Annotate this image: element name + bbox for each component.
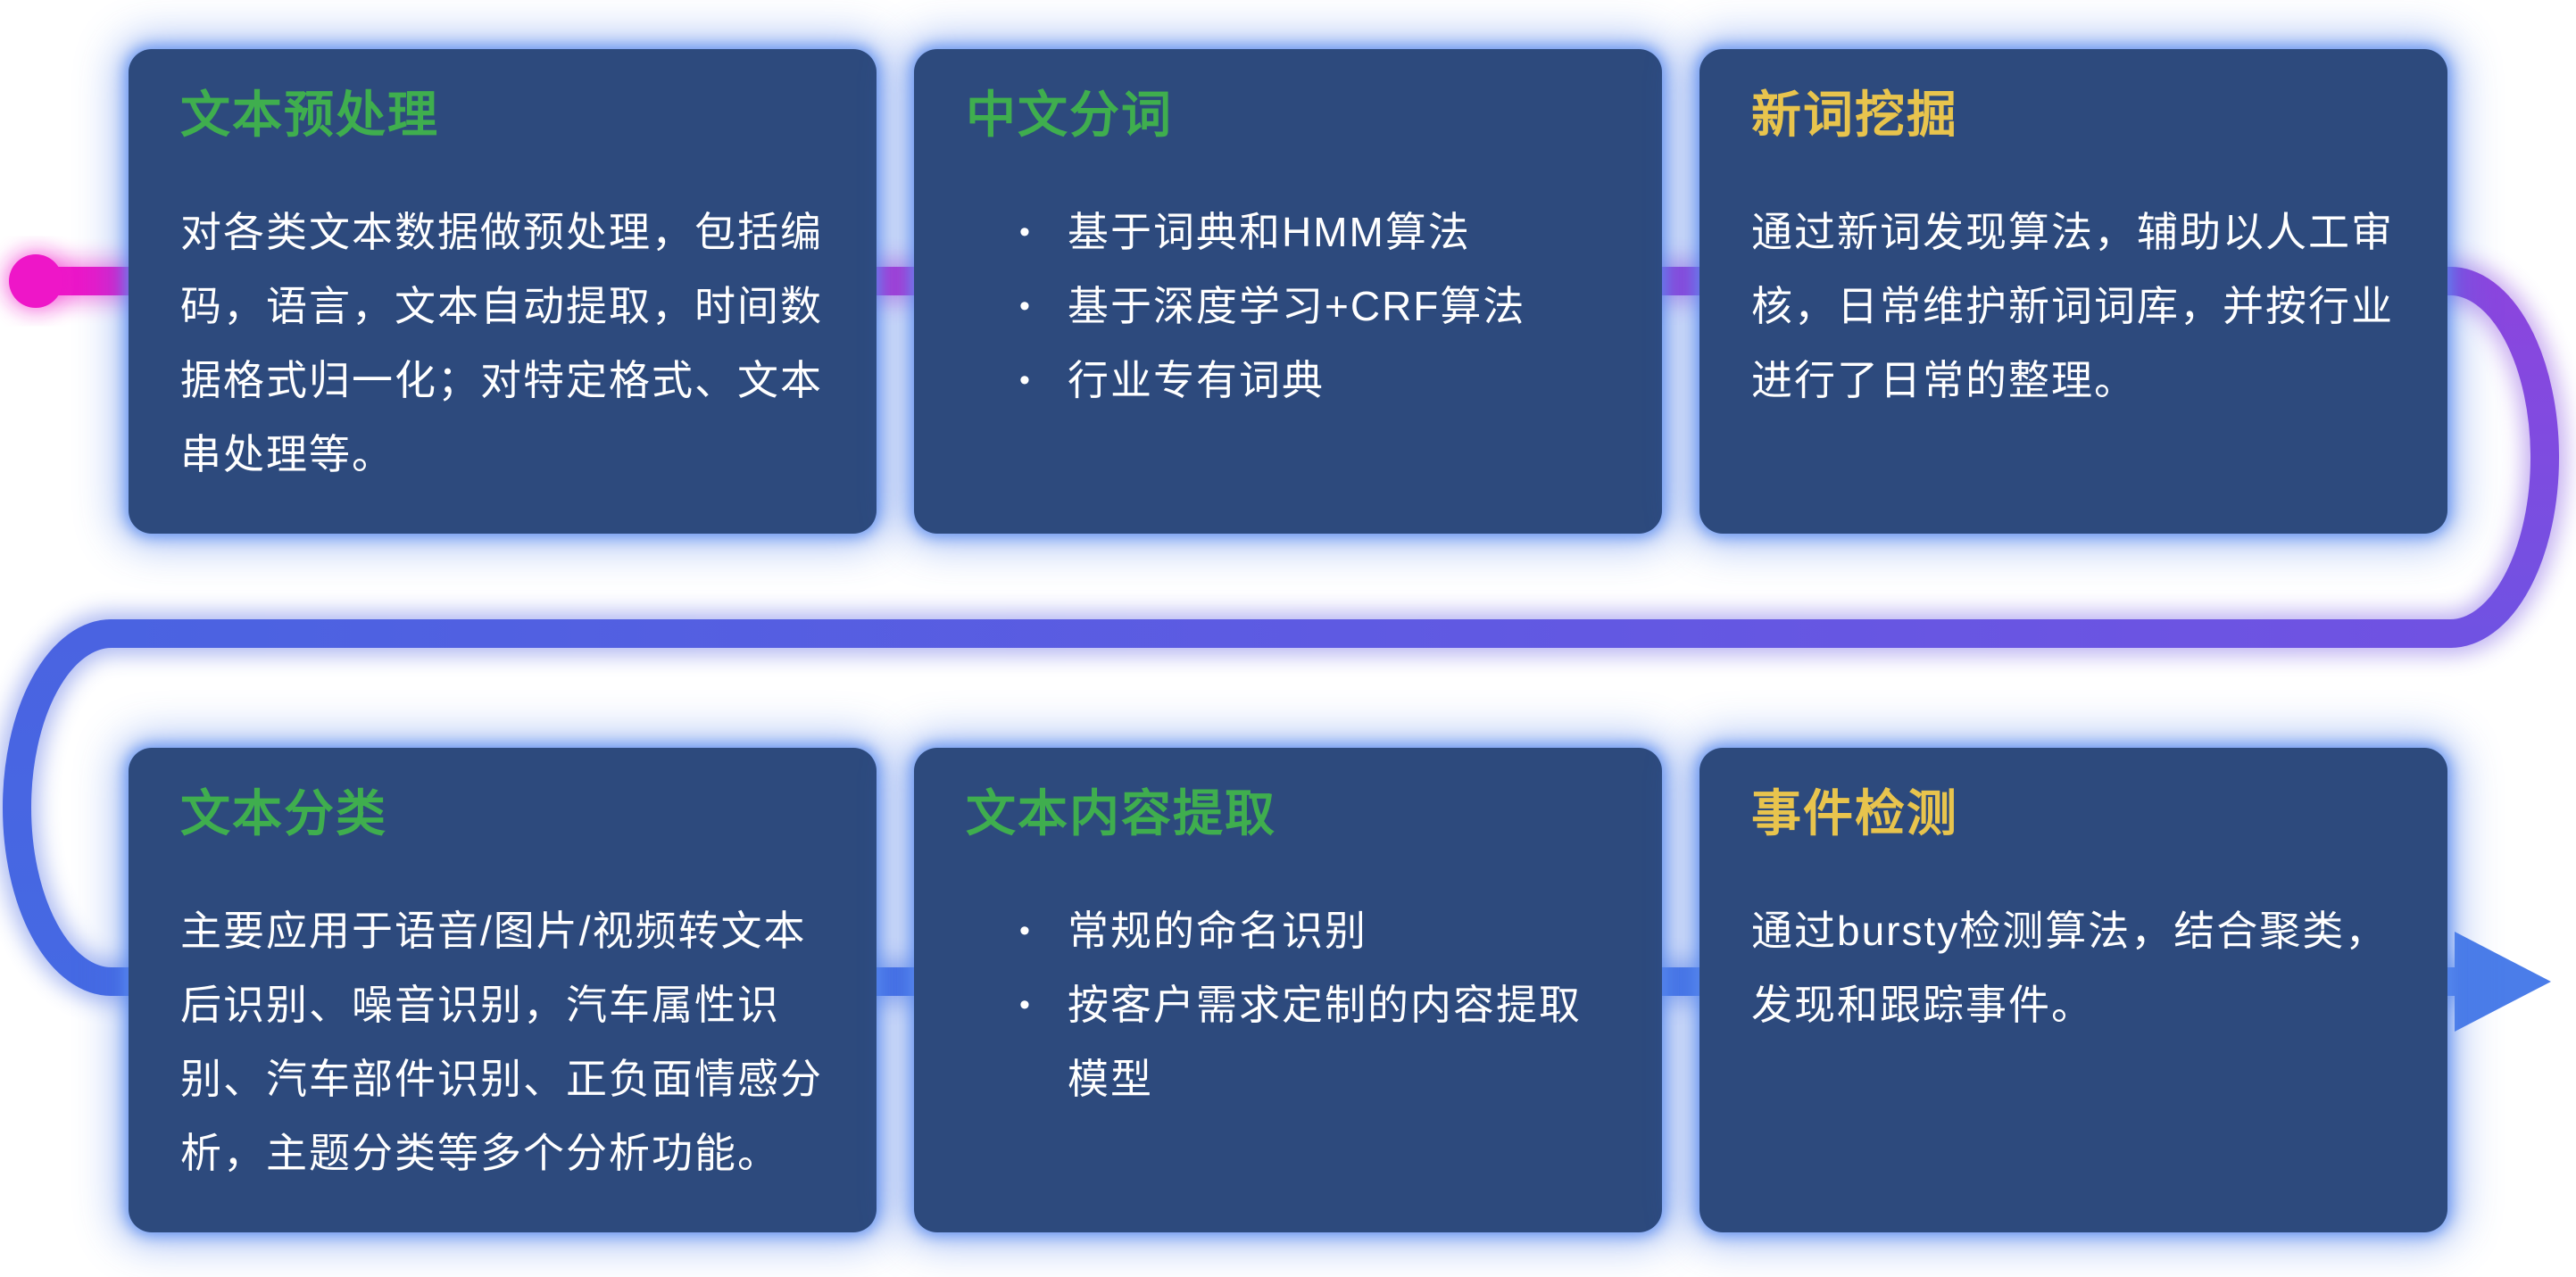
bullet-item: • 基于词典和HMM算法 xyxy=(966,195,1610,269)
bullet-item: • 行业专有词典 xyxy=(966,344,1610,418)
card-title: 事件检测 xyxy=(1751,785,1958,842)
bullet-dot-icon: • xyxy=(1019,363,1032,397)
bullet-text: 按客户需求定制的内容提取模型 xyxy=(1068,982,1582,1102)
card-text-classification: 文本分类 主要应用于语音/图片/视频转文本后识别、噪音识别，汽车属性识别、汽车部… xyxy=(129,748,877,1232)
bullet-dot-icon: • xyxy=(1019,289,1032,323)
bullet-dot-icon: • xyxy=(1019,215,1032,249)
card-bullet-list: • 基于词典和HMM算法 • 基于深度学习+CRF算法 • 行业专有词典 xyxy=(966,195,1610,418)
bullet-text: 基于深度学习+CRF算法 xyxy=(1068,283,1526,329)
card-title: 文本分类 xyxy=(180,785,387,842)
card-body: 主要应用于语音/图片/视频转文本后识别、噪音识别，汽车属性识别、汽车部件识别、正… xyxy=(180,908,823,1176)
bullet-text: 行业专有词典 xyxy=(1068,357,1325,403)
card-bullet-list: • 常规的命名识别 • 按客户需求定制的内容提取模型 xyxy=(966,894,1610,1116)
card-new-word-mining: 新词挖掘 通过新词发现算法，辅助以人工审核，日常维护新词词库，并按行业进行了日常… xyxy=(1699,49,2447,534)
card-body: 通过新词发现算法，辅助以人工审核，日常维护新词词库，并按行业进行了日常的整理。 xyxy=(1751,209,2394,403)
bullet-item: • 常规的命名识别 xyxy=(966,894,1610,968)
card-title: 新词挖掘 xyxy=(1751,87,1958,143)
card-title: 中文分词 xyxy=(966,87,1173,143)
card-body: 对各类文本数据做预处理，包括编码，语言，文本自动提取，时间数据格式归一化；对特定… xyxy=(180,209,823,477)
card-title: 文本预处理 xyxy=(180,87,439,143)
bullet-text: 基于词典和HMM算法 xyxy=(1068,209,1471,255)
card-text-preprocessing: 文本预处理 对各类文本数据做预处理，包括编码，语言，文本自动提取，时间数据格式归… xyxy=(129,49,877,534)
bullet-dot-icon: • xyxy=(1019,914,1032,948)
bullet-item: • 基于深度学习+CRF算法 xyxy=(966,269,1610,344)
bullet-text: 常规的命名识别 xyxy=(1068,908,1367,954)
bullet-item: • 按客户需求定制的内容提取模型 xyxy=(966,968,1610,1116)
flow-start-dot xyxy=(9,254,62,308)
card-text-content-extraction: 文本内容提取 • 常规的命名识别 • 按客户需求定制的内容提取模型 xyxy=(914,748,1662,1232)
flow-curve-right xyxy=(2436,267,2559,648)
bullet-dot-icon: • xyxy=(1019,988,1032,1022)
card-body: 通过bursty检测算法，结合聚类，发现和跟踪事件。 xyxy=(1751,908,2389,1028)
flow-curve-left xyxy=(3,619,126,996)
card-title: 文本内容提取 xyxy=(966,785,1276,842)
card-chinese-word-segmentation: 中文分词 • 基于词典和HMM算法 • 基于深度学习+CRF算法 • 行业专有词… xyxy=(914,49,1662,534)
flow-arrowhead-icon xyxy=(2455,932,2551,1032)
card-event-detection: 事件检测 通过bursty检测算法，结合聚类，发现和跟踪事件。 xyxy=(1699,748,2447,1232)
